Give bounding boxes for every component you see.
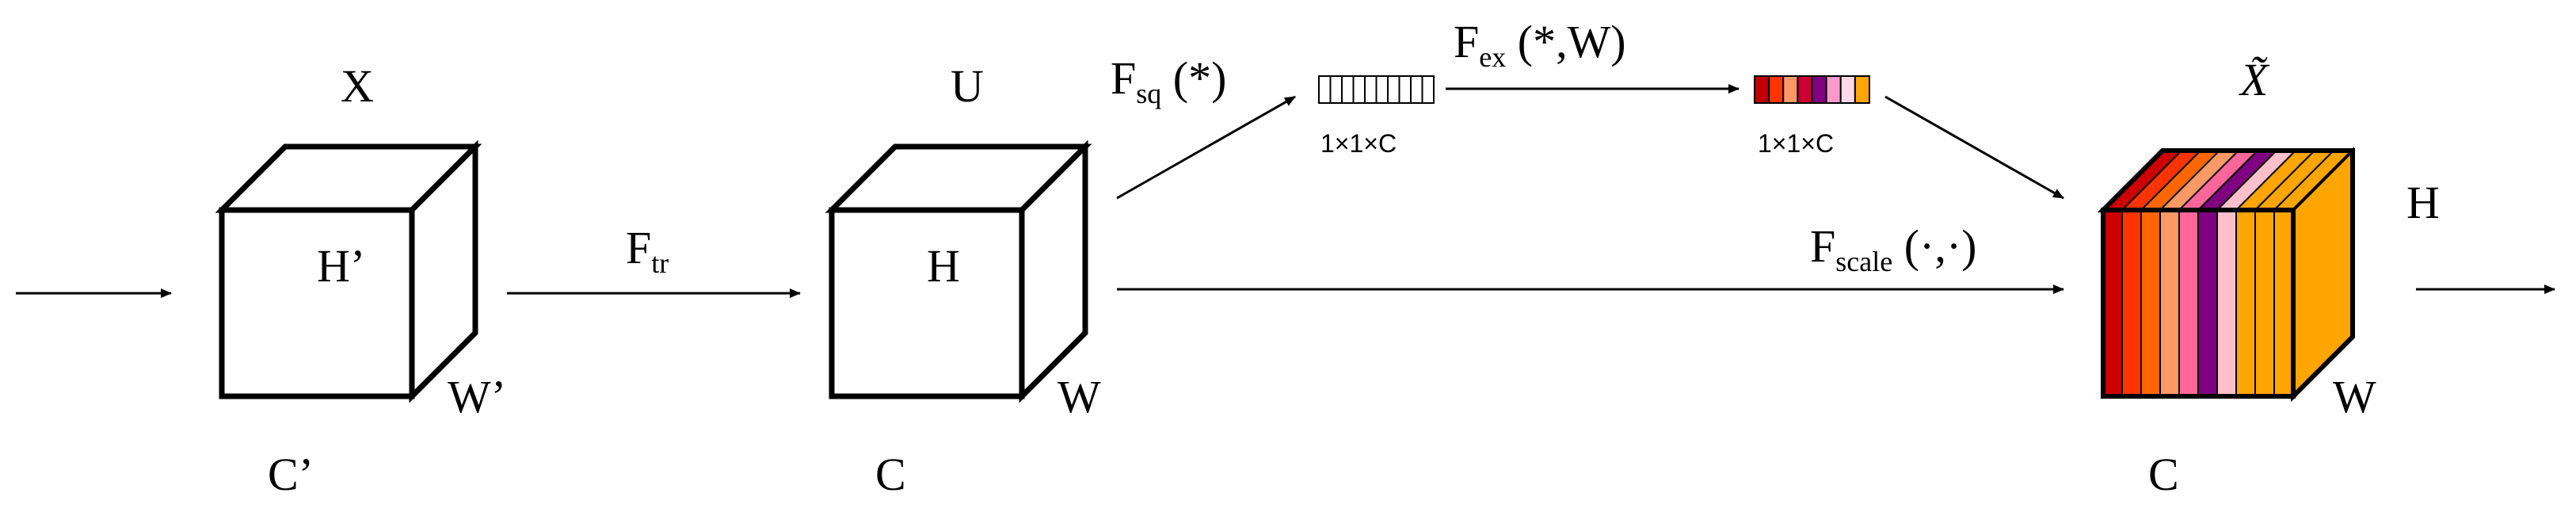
output-channel-label: C (2148, 449, 2179, 500)
squeeze-vector-cell (1421, 75, 1435, 104)
squeeze-label: Fsq (*) (1111, 52, 1226, 109)
feature-title: U (951, 60, 984, 112)
output-front-stripe (2140, 209, 2161, 397)
squeeze-dim-label: 1×1×C (1320, 129, 1397, 158)
input-cube (215, 139, 482, 403)
output-front-stripe (2102, 209, 2123, 397)
excitation-vector-cell (1854, 75, 1870, 104)
output-front-stripe (2235, 209, 2256, 397)
squeeze-vector-cell (1398, 75, 1412, 104)
output-front-stripe (2254, 209, 2275, 397)
excitation-vector-cell (1754, 75, 1770, 104)
squeeze-vector (1318, 75, 1435, 104)
feature-channel-label: C (875, 449, 906, 500)
output-title: X̃ (2239, 54, 2270, 105)
output-cube (2097, 147, 2355, 403)
squeeze-vector-cell (1387, 75, 1400, 104)
excitation-vector-cell (1811, 75, 1827, 104)
feature-width-label: W (1057, 371, 1101, 422)
excitation-to-output-arrow (1884, 95, 2064, 200)
feature-height-label: H (927, 240, 960, 292)
output-height-label: H (2406, 177, 2440, 228)
excitation-vector-cell (1839, 75, 1856, 104)
squeeze-vector-cell (1375, 75, 1389, 104)
excitation-vector (1754, 75, 1870, 104)
excitation-dim-label: 1×1×C (1758, 129, 1834, 158)
input-height-label: H’ (317, 240, 365, 292)
output-outline (2097, 148, 2355, 403)
output-front-stripe (2159, 209, 2180, 397)
input-width-label: W’ (448, 371, 506, 422)
output-front-stripe (2121, 209, 2142, 397)
output-width-label: W (2333, 371, 2376, 422)
output-front-stripe (2273, 209, 2294, 397)
squeeze-vector-cell (1352, 75, 1366, 104)
excitation-vector-cell (1782, 75, 1799, 104)
excitation-label: Fex (*,W) (1454, 16, 1626, 73)
excitation-vector-cell (1825, 75, 1842, 104)
excitation-vector-cell (1768, 75, 1785, 104)
transform-label: Ftr (626, 222, 669, 279)
squeeze-arrow (1116, 95, 1296, 200)
input-title: X (341, 60, 374, 112)
squeeze-vector-cell (1329, 75, 1343, 104)
squeeze-vector-cell (1364, 75, 1378, 104)
squeeze-vector-cell (1318, 75, 1332, 104)
squeeze-vector-cell (1410, 75, 1423, 104)
output-front-stripe (2216, 209, 2237, 397)
squeeze-vector-cell (1341, 75, 1355, 104)
output-front-stripe (2178, 209, 2199, 397)
feature-cube (825, 139, 1092, 403)
input-channel-label: C’ (268, 449, 314, 500)
excitation-vector-cell (1797, 75, 1813, 104)
output-front-stripe (2197, 209, 2218, 397)
scale-label: Fscale (·,·) (1810, 220, 1976, 277)
